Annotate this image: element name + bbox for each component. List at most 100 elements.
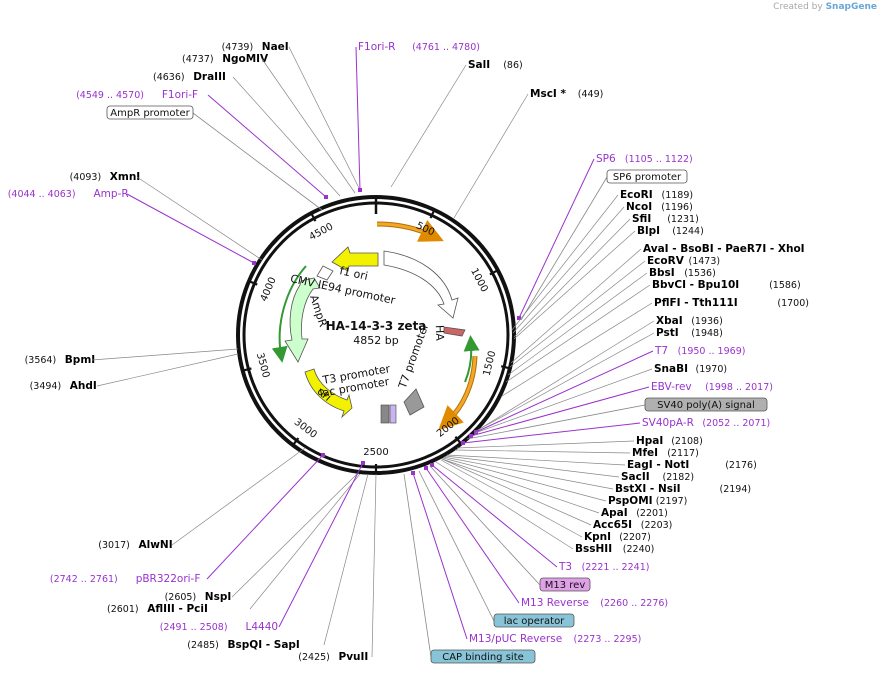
site-position: (2197) bbox=[656, 496, 688, 507]
site-name: SV40pA-R bbox=[642, 417, 694, 429]
site-name: MfeI bbox=[632, 447, 658, 459]
label-amp-r[interactable]: (4044 .. 4063)Amp-R bbox=[8, 188, 256, 265]
leader-line bbox=[278, 462, 364, 628]
ori-arrow[interactable] bbox=[304, 368, 353, 419]
label-psti[interactable]: PstI(1948) bbox=[475, 327, 723, 432]
label-bpmi[interactable]: (3564)BpmI bbox=[25, 348, 239, 366]
site-name: AlwNI bbox=[139, 539, 173, 551]
label-sp6[interactable]: SP6(1105 .. 1122) bbox=[517, 153, 693, 320]
label-blpi[interactable]: BlpI(1244) bbox=[513, 225, 704, 340]
label-m13-reverse[interactable]: M13 Reverse(2260 .. 2276) bbox=[424, 466, 668, 609]
leader-line bbox=[475, 350, 654, 433]
label-eagi[interactable]: EagI - NotI(2176) bbox=[446, 454, 757, 471]
ampr-promoter-arrow[interactable] bbox=[316, 265, 334, 281]
leader-line bbox=[477, 320, 655, 431]
label-afliii[interactable]: (2601)AflIII - PciI bbox=[107, 473, 361, 615]
site-name: PstI bbox=[656, 327, 679, 339]
tick-mark bbox=[248, 280, 258, 286]
ha-tag[interactable] bbox=[443, 326, 466, 337]
label-m13-rev[interactable]: M13 rev bbox=[429, 465, 591, 592]
site-position: (2240) bbox=[623, 544, 655, 555]
label-t3[interactable]: T3(2221 .. 2241) bbox=[430, 463, 649, 573]
label-sfii[interactable]: SfiI(1231) bbox=[513, 213, 699, 338]
leader-line bbox=[520, 176, 608, 321]
label-sp6-promoter[interactable]: SP6 promoter bbox=[520, 169, 688, 321]
cmv-promoter-arrow[interactable] bbox=[383, 250, 459, 319]
site-position: (86) bbox=[503, 60, 523, 71]
t3-promoter-box[interactable] bbox=[389, 404, 397, 424]
label-sv40pa-r[interactable]: SV40pA-R(2052 .. 2071) bbox=[461, 417, 770, 445]
label-pspomi[interactable]: PspOMI(2197) bbox=[442, 457, 688, 507]
site-position: (1950 .. 1969) bbox=[678, 346, 746, 357]
site-name: BbsI bbox=[649, 267, 675, 279]
site-position: (1536) bbox=[684, 268, 716, 279]
label-m13-puc-reverse[interactable]: M13/pUC Reverse(2273 .. 2295) bbox=[411, 471, 641, 645]
label-pflfi[interactable]: PflFI - Tth111I(1700) bbox=[501, 297, 809, 397]
label-sacii[interactable]: SacII(2182) bbox=[445, 455, 694, 483]
feature-label: f1 ori bbox=[338, 264, 369, 283]
label-f1ori-r[interactable]: F1ori-R (4761 .. 4780) bbox=[355, 41, 480, 192]
tick-label: 4000 bbox=[259, 276, 279, 304]
label-pvuii[interactable]: (2425)PvuII bbox=[298, 473, 377, 663]
f1-ori-arrow[interactable] bbox=[331, 246, 379, 272]
label-ebv-rev[interactable]: EBV-rev(1998 .. 2017) bbox=[469, 381, 773, 438]
tick-label: 1000 bbox=[468, 266, 490, 294]
feature-box-label: SP6 promoter bbox=[613, 172, 682, 183]
leader-line bbox=[418, 470, 495, 622]
label-xmni[interactable]: (4093)XmnI bbox=[70, 171, 263, 261]
site-name: ApaI bbox=[601, 507, 628, 519]
label-bbsi[interactable]: BbsI (1536) bbox=[507, 267, 716, 376]
label-ngomiv[interactable]: (4737)NgoMIV bbox=[182, 53, 356, 194]
label-bspqi[interactable]: (2485)BspQI - SapI bbox=[187, 473, 369, 651]
label-draiii[interactable]: (4636)DraIII bbox=[153, 71, 341, 197]
label-avai[interactable]: AvaI - BsoBI - PaeR7I - XhoI(1433) bbox=[510, 243, 885, 364]
site-name: F1ori-R bbox=[358, 41, 395, 53]
label-ecorv[interactable]: EcoRV(1473) bbox=[509, 255, 720, 368]
label-cap-binding-site[interactable]: CAP binding site bbox=[403, 473, 536, 664]
primer-site-mark bbox=[469, 434, 473, 438]
label-nspi[interactable]: (2605)NspI bbox=[165, 473, 358, 603]
site-position: (2117) bbox=[667, 448, 699, 459]
label-xbai[interactable]: XbaI(1936) bbox=[477, 315, 723, 431]
leader-line bbox=[136, 176, 263, 261]
label-ahdi[interactable]: (3494)AhdI bbox=[30, 353, 239, 392]
feature-box-label: AmpR promoter bbox=[110, 108, 190, 119]
label-hpai[interactable]: HpaI(2108) bbox=[456, 435, 703, 449]
leader-line bbox=[91, 348, 239, 361]
label-alwni[interactable]: (3017)AlwNI bbox=[98, 447, 306, 551]
label-apai[interactable]: ApaI (2201) bbox=[441, 458, 668, 519]
label-f1ori-f[interactable]: (4549 .. 4570)F1ori-F bbox=[76, 89, 328, 199]
label-pbr322ori-f[interactable]: (2742 .. 2761)pBR322ori-F bbox=[50, 453, 325, 585]
label-snabi[interactable]: SnaBI(1970) bbox=[474, 363, 727, 434]
label-naei[interactable]: (4739)NaeI bbox=[222, 41, 361, 191]
label-sali[interactable]: SalI(86) bbox=[390, 59, 523, 188]
feature-box-label: SV40 poly(A) signal bbox=[657, 400, 755, 411]
label-sv40-polya[interactable]: SV40 poly(A) signal bbox=[466, 397, 768, 440]
tick-mark bbox=[292, 437, 300, 446]
label-ampr-promoter[interactable]: AmpR promoter bbox=[106, 105, 323, 211]
tick-label: 4500 bbox=[307, 221, 335, 243]
label-lac-operator[interactable]: lac operator bbox=[418, 470, 575, 628]
leader-line bbox=[513, 218, 631, 338]
ampr-arrow[interactable] bbox=[284, 277, 321, 363]
site-position: (4761 .. 4780) bbox=[412, 42, 480, 53]
label-kpni[interactable]: KpnI(2207) bbox=[440, 459, 651, 543]
label-t7[interactable]: T7(1950 .. 1969) bbox=[474, 345, 745, 434]
label-acc65i[interactable]: Acc65I(2203) bbox=[441, 458, 672, 531]
site-position: (4739) bbox=[222, 42, 254, 53]
label-bsshii[interactable]: BssHII(2240) bbox=[435, 461, 655, 555]
label-mfei[interactable]: MfeI (2117) bbox=[454, 447, 699, 459]
lac-promoter-box[interactable] bbox=[380, 404, 390, 424]
orange-feature-right-fill bbox=[438, 355, 477, 431]
site-position: (2605) bbox=[165, 592, 197, 603]
leader-line bbox=[466, 404, 646, 440]
label-ecori[interactable]: EcoRI(1189) bbox=[511, 189, 693, 331]
site-position: (2201) bbox=[636, 508, 668, 519]
label-bstxi[interactable]: BstXI - NsiI(2194) bbox=[443, 456, 751, 495]
tick-mark bbox=[242, 367, 252, 372]
label-ncoi[interactable]: NcoI(1196) bbox=[512, 201, 693, 334]
t7-promoter-arrow[interactable] bbox=[403, 388, 425, 416]
label-l4440[interactable]: (2491 .. 2508)L4440 bbox=[160, 461, 365, 633]
label-msci[interactable]: MscI *(449) bbox=[453, 88, 603, 219]
label-bbvci[interactable]: BbvCI - Bpu10I(1586) bbox=[505, 279, 801, 383]
